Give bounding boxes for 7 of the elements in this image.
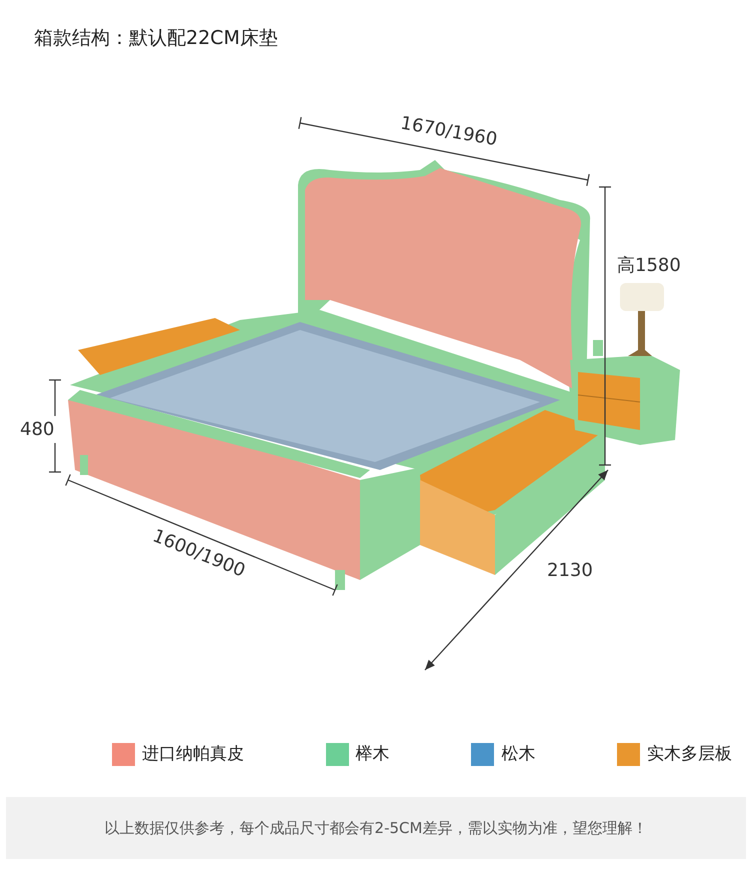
legend-label: 榉木 <box>356 743 390 766</box>
legend-label: 进口纳帕真皮 <box>142 743 244 766</box>
legend-label: 松木 <box>501 743 536 766</box>
caption: 以上数据仅供参考，每个成品尺寸都会有2-5CM差异，需以实物为准，望您理解！ <box>104 818 648 839</box>
diagram-title: 箱款结构：默认配22CM床垫 <box>34 26 278 51</box>
legend-label: 实木多层板 <box>646 743 732 766</box>
dimension-label: 480 <box>18 416 56 443</box>
